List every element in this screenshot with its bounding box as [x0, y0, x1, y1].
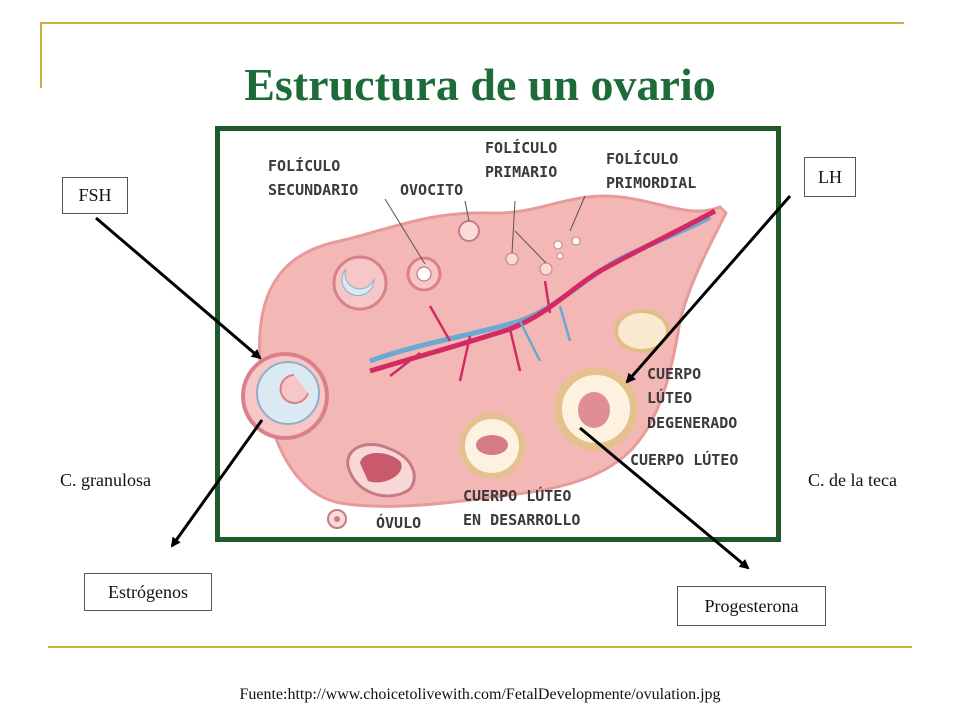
diagram-label-primordial-line1: FOLÍCULO: [606, 149, 678, 168]
primordial-follicle: [553, 240, 563, 250]
progesterona-box: Progesterona: [677, 586, 826, 626]
primary-follicle: [505, 252, 519, 266]
progesterona-label: Progesterona: [704, 595, 799, 616]
teca-label: C. de la teca: [808, 470, 897, 490]
granulosa-label: C. granulosa: [60, 470, 151, 490]
diagram-label-cuerpo-luteo: CUERPO LÚTEO: [630, 450, 738, 469]
ovary-diagram: FOLÍCULO SECUNDARIO OVOCITO FOLÍCULO PRI…: [215, 126, 781, 542]
fsh-box: FSH: [62, 177, 128, 214]
diagram-label-degenerado-line2: LÚTEO: [647, 388, 692, 407]
slide-title: Estructura de un ovario: [244, 59, 716, 110]
corpus-luteum-degenerating: [614, 309, 670, 353]
diagram-label-degenerado-line3: DEGENERADO: [647, 414, 737, 432]
diagram-label-desarrollo-line2: EN DESARROLLO: [463, 511, 580, 529]
estrogenos-label: Estrógenos: [108, 581, 188, 602]
bottom-decoration-line: [48, 646, 912, 648]
diagram-label-ovocito: OVOCITO: [400, 181, 463, 199]
lh-label: LH: [818, 166, 842, 187]
secondary-follicle-antrum: [341, 268, 375, 297]
primordial-follicle: [571, 236, 581, 246]
left-decoration-line: [40, 22, 42, 88]
top-decoration-line: [40, 22, 904, 24]
ovary-illustration: FOLÍCULO SECUNDARIO OVOCITO FOLÍCULO PRI…: [241, 138, 738, 532]
primary-follicle: [458, 220, 480, 242]
source-footer: Fuente:http://www.choicetolivewith.com/F…: [239, 686, 721, 703]
diagram-label-ovulo: ÓVULO: [376, 513, 421, 532]
diagram-label-desarrollo-line1: CUERPO LÚTEO: [463, 486, 571, 505]
fsh-label: FSH: [78, 185, 112, 205]
primary-follicle: [539, 262, 553, 276]
estrogenos-box: Estrógenos: [84, 573, 212, 611]
diagram-label-degenerado-line1: CUERPO: [647, 365, 701, 383]
diagram-label-primario-line1: FOLÍCULO: [485, 138, 557, 157]
diagram-label-primario-line2: PRIMARIO: [485, 163, 557, 181]
lh-box: LH: [804, 157, 856, 197]
diagram-label-primordial-line2: PRIMORDIAL: [606, 174, 696, 192]
diagram-label-secundario-line2: SECUNDARIO: [268, 181, 358, 199]
primordial-follicle: [556, 252, 564, 260]
pointer-lines: [384, 195, 586, 265]
diagram-label-secundario-line1: FOLÍCULO: [268, 156, 340, 175]
secondary-follicle: [332, 255, 388, 311]
